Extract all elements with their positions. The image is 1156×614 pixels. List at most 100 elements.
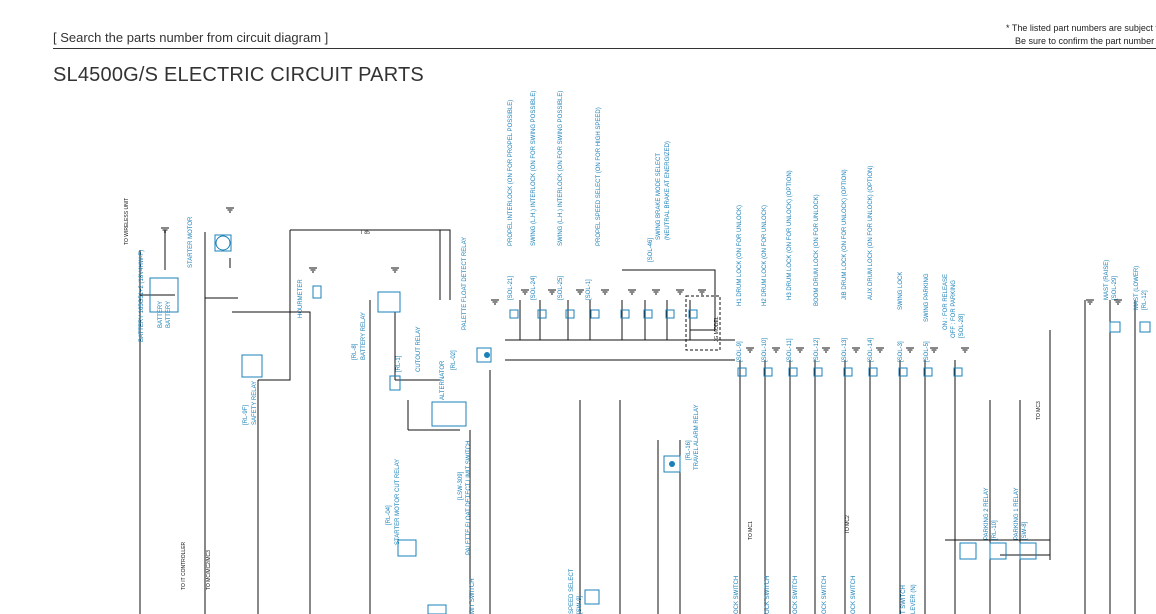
- component-label: [SOL-11]: [787, 338, 793, 362]
- component-label: SWING BRAKE MODE SELECT: [656, 153, 662, 240]
- component-label: [SOL-10]: [762, 338, 768, 362]
- solenoid-coil: [788, 367, 798, 377]
- component-label: BATTERY RELAY: [361, 312, 367, 360]
- ground-icon: [876, 347, 884, 353]
- switch-label: LEVER (N): [911, 584, 917, 614]
- solenoid-coil: [590, 309, 600, 319]
- component-label: AUX DRUM LOCK (ON FOR UNLOCK) (OPTION): [868, 166, 874, 300]
- switch-label: OCK SWITCH: [734, 576, 740, 614]
- switch-label: MIT SWITCH: [470, 578, 476, 614]
- relay-box: [431, 401, 467, 427]
- component-label: BATTERY: [158, 301, 164, 328]
- component-label: [SOL-46]: [648, 238, 654, 262]
- relay-box: [989, 542, 1007, 560]
- wire-label: TO WIRELESS UNIT: [124, 198, 130, 245]
- solenoid-coil: [953, 367, 963, 377]
- circuit-wires: [139, 229, 1136, 614]
- solenoid-coil: [643, 309, 653, 319]
- ground-icon: [548, 289, 556, 295]
- component-label: [SOL-3]: [898, 341, 904, 362]
- component-label: [SOL-12]: [814, 338, 820, 362]
- relay-box: [1109, 321, 1121, 333]
- jg-model-box: [685, 295, 721, 351]
- component-label: [SOL-29]: [1112, 276, 1118, 300]
- relay-box: [214, 234, 232, 252]
- ground-icon: [491, 299, 499, 305]
- disclaimer-line-1: * The listed part numbers are subject t: [1006, 23, 1156, 33]
- component-label: [SOL-9]: [737, 341, 743, 362]
- component-label: ALTERNATOR: [440, 360, 446, 400]
- component-label: [RL-10]: [992, 520, 998, 540]
- component-label: [SW-8]: [1022, 521, 1028, 540]
- switch-label: OCK SWITCH: [822, 576, 828, 614]
- component-label: HOURMETER: [298, 279, 304, 318]
- component-label: SWING (L.H.) INTERLOCK (ON FOR SWING POS…: [531, 91, 537, 246]
- wire-segment: [258, 230, 291, 381]
- wire-segment: [622, 269, 716, 330]
- component-label: H1 DRUM LOCK (ON FOR UNLOCK): [737, 205, 743, 306]
- ground-icon: [652, 289, 660, 295]
- ground-icon: [226, 207, 234, 213]
- relay-box: [149, 277, 179, 313]
- component-label: PALETTE FLOAT DETECT LIMIT SWITCH: [466, 441, 472, 555]
- component-label: TRAVEL ALARM RELAY: [694, 404, 700, 470]
- page-title: SL4500G/S ELECTRIC CIRCUIT PARTS: [53, 64, 424, 86]
- wire-label: TO MC2: [845, 515, 851, 534]
- solenoid-coil: [565, 309, 575, 319]
- wire-segment: [204, 232, 238, 299]
- ground-icon: [961, 347, 969, 353]
- wire-label: TO IT CONTROLLER: [181, 541, 187, 590]
- wire-label: JG MODEL: [714, 316, 720, 342]
- component-label: [RL-02]: [451, 350, 457, 370]
- component-label: SWING LOCK: [898, 272, 904, 310]
- search-parts-link[interactable]: [ Search the parts number from circuit d…: [53, 30, 329, 45]
- wire-label: T 85: [360, 230, 370, 236]
- solenoid-coil: [763, 367, 773, 377]
- terminal-dot: [669, 461, 675, 467]
- ground-icon: [930, 347, 938, 353]
- relay-box: [427, 604, 447, 614]
- ground-icon: [822, 347, 830, 353]
- component-label: SPEED SELECT: [569, 568, 575, 614]
- component-label: [RL-8]: [352, 343, 358, 360]
- component-label: [RL-16]: [686, 440, 692, 460]
- switch-label: OCK SWITCH: [851, 576, 857, 614]
- header-divider: [53, 48, 1156, 49]
- disclaimer-note: * The listed part numbers are subject t …: [1006, 22, 1156, 48]
- component-label: MAST (LOWER): [1134, 266, 1140, 310]
- component-label: [RL-04]: [386, 505, 392, 525]
- solenoid-coil: [537, 309, 547, 319]
- ground-icon: [746, 347, 754, 353]
- component-label: [RL-1]: [396, 355, 402, 372]
- component-label: [SOL-25]: [558, 276, 564, 300]
- solenoid-coil: [509, 309, 519, 319]
- wire-segment: [232, 311, 311, 380]
- relay-box: [377, 291, 401, 313]
- component-label: PARKING 1 RELAY: [1014, 488, 1020, 540]
- component-label: OFF : FOR PARKING: [951, 280, 957, 338]
- component-label: (NEUTRAL BRAKE AT ENERGIZED): [665, 141, 671, 240]
- ground-icon: [521, 289, 529, 295]
- ground-icon: [906, 347, 914, 353]
- solenoid-coil: [737, 367, 747, 377]
- component-label: SWING (L.H.) INTERLOCK (ON FOR SWING POS…: [558, 91, 564, 246]
- component-label: [SOL-21]: [508, 276, 514, 300]
- switch-label: OCK SWITCH: [793, 576, 799, 614]
- relay-box: [241, 354, 263, 378]
- component-label: PROPEL SPEED SELECT (ON FOR HIGH SPEED): [596, 107, 602, 246]
- ground-icon: [698, 289, 706, 295]
- component-label: [SOL-5]: [924, 341, 930, 362]
- solenoid-coil: [898, 367, 908, 377]
- switch-label: OCK SWITCH: [765, 576, 771, 614]
- solenoid-coil: [923, 367, 933, 377]
- solenoid-coil: [843, 367, 853, 377]
- component-label: [SOL-1]: [586, 279, 592, 300]
- relay-box: [584, 589, 600, 605]
- component-label: [RL-12]: [1142, 290, 1148, 310]
- solenoid-coil: [868, 367, 878, 377]
- component-label: [SOL-13]: [842, 338, 848, 362]
- solenoid-coil: [813, 367, 823, 377]
- component-label: H2 DRUM LOCK (ON FOR UNLOCK): [762, 205, 768, 306]
- ground-icon: [1086, 299, 1094, 305]
